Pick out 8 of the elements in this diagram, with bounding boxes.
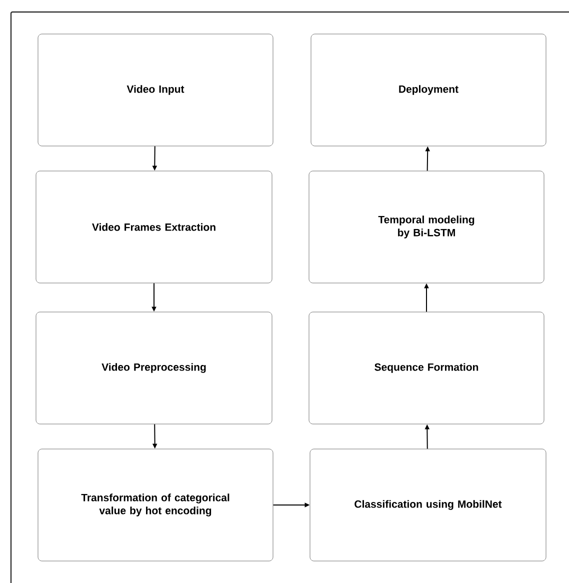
process-box: Video Preprocessing <box>36 312 272 424</box>
process-box: Sequence Formation <box>308 312 544 424</box>
process-box: Deployment <box>310 34 546 146</box>
process-box: Transformation of categorical value by hot encoding <box>38 448 274 562</box>
process-box: Temporal modeling by Bi-LSTM <box>308 170 544 284</box>
process-box: Classification using MobilNet <box>310 448 546 562</box>
process-box: Video Input <box>38 34 274 146</box>
process-box: Video Frames Extraction <box>36 170 272 284</box>
